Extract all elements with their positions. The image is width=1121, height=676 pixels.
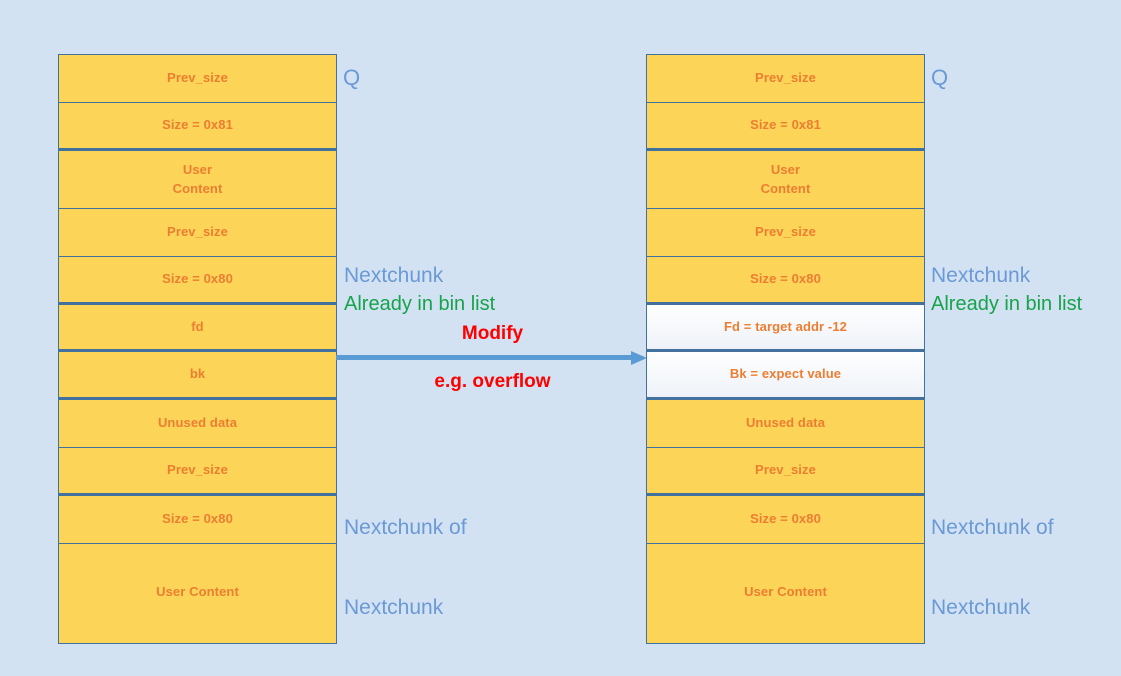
modify-arrow-icon (336, 351, 647, 365)
cell-label: Unused data (745, 415, 826, 431)
chunk-row-bk-modified: Bk = expect value (647, 352, 924, 400)
cell-label: Prev_size (755, 224, 816, 240)
annotation-bin-list-left: Already in bin list (344, 293, 496, 315)
annotation-bin-list-right: Already in bin list (931, 293, 1083, 315)
cell-label: Size = 0x81 (162, 117, 233, 133)
cell-label: User Content (744, 584, 827, 600)
chunk-row-user-content-2: User Content (647, 544, 924, 641)
cell-label-line1: User (182, 161, 213, 177)
cell-label: Prev_size (755, 462, 816, 478)
transition-action-label: Modify (461, 323, 524, 344)
cell-label: Unused data (157, 415, 238, 431)
chunk-row-prev-size-3: Prev_size (59, 448, 336, 496)
chunk-row-unused-data: Unused data (647, 400, 924, 448)
annotation-nextchunk-left: Nextchunk (344, 264, 444, 287)
chunk-row-fd: fd (59, 305, 336, 352)
annotation-line2: Nextchunk (931, 596, 1031, 620)
chunk-row-prev-size-2: Prev_size (59, 209, 336, 257)
annotation-line2: Nextchunk (344, 596, 444, 620)
annotation-nextchunk-right: Nextchunk (931, 264, 1031, 287)
heap-chunk-after: Prev_size Size = 0x81 User Content Prev_… (646, 54, 925, 644)
cell-label-line2: Content (172, 180, 223, 196)
cell-label: User Content (156, 584, 239, 600)
cell-label: Fd = target addr -12 (724, 318, 847, 334)
chunk-row-size-0x80-a: Size = 0x80 (647, 257, 924, 305)
annotation-line1: Nextchunk of (931, 515, 1054, 539)
chunk-row-size-0x80-b: Size = 0x80 (59, 496, 336, 544)
chunk-row-size-0x81: Size = 0x81 (647, 103, 924, 151)
chunk-row-size-0x81: Size = 0x81 (59, 103, 336, 151)
cell-label: Size = 0x80 (750, 511, 821, 527)
chunk-row-user-content-1: User Content (59, 151, 336, 209)
cell-label-line2: Content (760, 180, 811, 196)
cell-label-line1: User (770, 161, 801, 177)
chunk-row-fd-modified: Fd = target addr -12 (647, 305, 924, 352)
cell-label: Prev_size (167, 70, 228, 86)
chunk-row-prev-size-1: Prev_size (647, 55, 924, 103)
cell-label: bk (189, 366, 206, 382)
cell-label: Prev_size (167, 224, 228, 240)
cell-label: Size = 0x80 (162, 271, 233, 287)
cell-label: Size = 0x80 (750, 271, 821, 287)
heap-chunk-before: Prev_size Size = 0x81 User Content Prev_… (58, 54, 337, 644)
arrow-head (631, 351, 647, 365)
chunk-row-user-content-2: User Content (59, 544, 336, 641)
chunk-row-size-0x80-b: Size = 0x80 (647, 496, 924, 544)
chunk-row-prev-size-3: Prev_size (647, 448, 924, 496)
transition-method-label: e.g. overflow (434, 371, 551, 392)
cell-label: Size = 0x81 (750, 117, 821, 133)
annotation-line1: Nextchunk of (344, 515, 467, 539)
annotation-nextchunk-of-nextchunk-left: Nextchunk of Nextchunk (344, 461, 467, 676)
chunk-row-unused-data: Unused data (59, 400, 336, 448)
annotation-nextchunk-of-nextchunk-right: Nextchunk of Nextchunk (931, 461, 1054, 676)
cell-label: Prev_size (167, 462, 228, 478)
chunk-row-prev-size-1: Prev_size (59, 55, 336, 103)
cell-label: Prev_size (755, 70, 816, 86)
chunk-row-size-0x80-a: Size = 0x80 (59, 257, 336, 305)
chunk-row-prev-size-2: Prev_size (647, 209, 924, 257)
chunk-marker-q-left: Q (343, 65, 361, 90)
chunk-marker-q-right: Q (931, 65, 949, 90)
cell-label: Size = 0x80 (162, 511, 233, 527)
chunk-row-bk: bk (59, 352, 336, 400)
cell-label: fd (191, 318, 204, 334)
cell-label: Bk = expect value (729, 366, 842, 382)
arrow-shaft (336, 355, 632, 360)
chunk-row-user-content-1: User Content (647, 151, 924, 209)
